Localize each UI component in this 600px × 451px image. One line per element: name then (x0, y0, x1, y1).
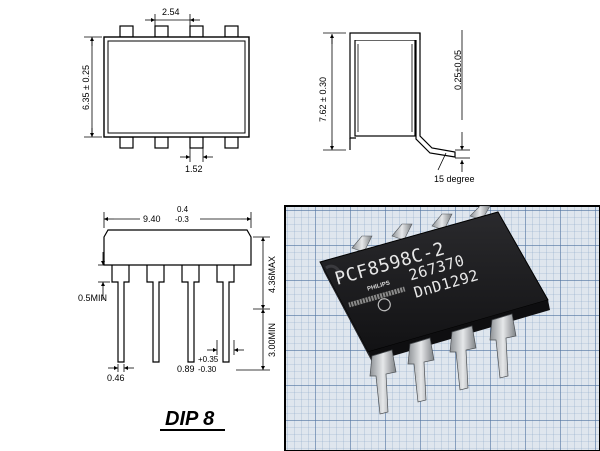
length-tol-plus: 0.4 (177, 205, 189, 214)
lead-thickness-label: 0.25±0.05 (453, 50, 463, 90)
shoulder-minus-label: -0.30 (198, 365, 217, 374)
side-view (103, 229, 252, 363)
body-height-label: 4.36MAX (267, 256, 277, 293)
pin-width-label: 1.52 (185, 164, 203, 174)
side-view-dims (98, 212, 270, 372)
pitch-label: 2.54 (162, 7, 180, 17)
shoulder-plus-label: +0.35 (198, 355, 219, 364)
lead-length-label: 3.00MIN (267, 323, 277, 357)
chip-photo: PCF8598C-2 PHILIPS 267370 DnD1292 (284, 205, 600, 451)
shoulder-main-label: 0.89 (177, 364, 195, 374)
width-label: 6.35 ± 0.25 (81, 65, 91, 110)
top-view-dims (84, 14, 213, 162)
row-spacing-label: 7.62 ± 0.30 (318, 77, 328, 122)
end-view (349, 32, 456, 158)
seating-label: 0.5MIN (78, 293, 107, 303)
length-tol-minus: -0.3 (175, 215, 189, 224)
package-title: DIP 8 (165, 408, 215, 430)
lead-width-label: 0.46 (107, 373, 125, 383)
length-label: 9.40 (143, 214, 161, 224)
angle-label: 15 degree (434, 174, 475, 184)
end-view-dims (323, 30, 470, 172)
top-view (103, 25, 250, 149)
